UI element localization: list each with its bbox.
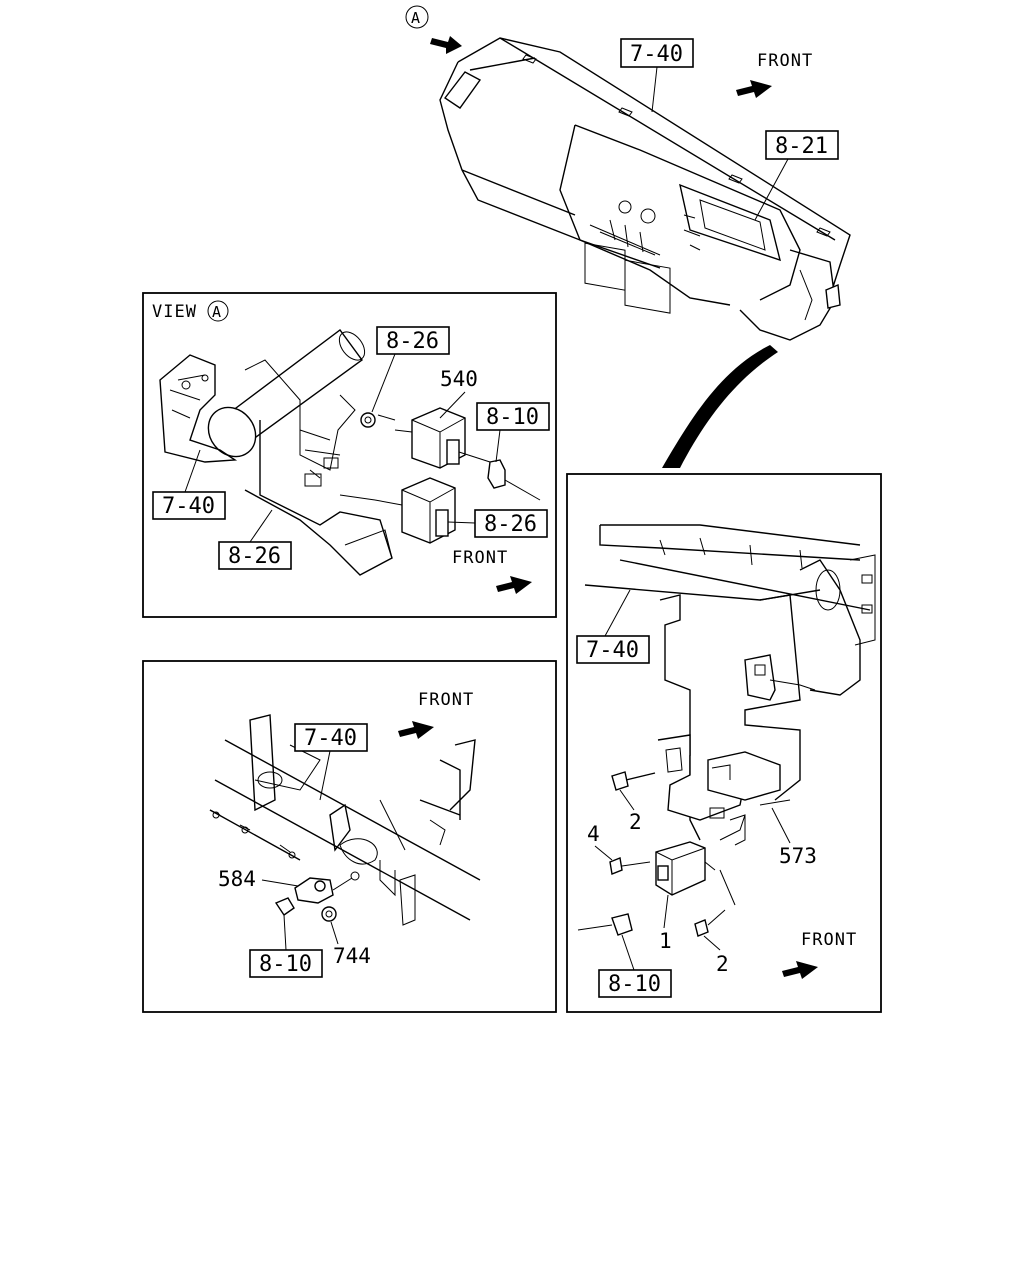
svg-text:584: 584 bbox=[218, 867, 256, 891]
front-indicator-right: FRONT bbox=[782, 930, 857, 979]
svg-text:4: 4 bbox=[587, 822, 600, 846]
callout-curve-arrow bbox=[662, 345, 778, 468]
svg-text:7-40: 7-40 bbox=[586, 638, 639, 663]
ref-box-frame-right: 7-40 bbox=[576, 589, 650, 664]
part-label-bolt-upper: 2 bbox=[619, 789, 642, 834]
part-label-screw: 4 bbox=[587, 822, 613, 861]
view-a-title: VIEW A bbox=[152, 300, 229, 322]
right-panel bbox=[566, 473, 882, 1013]
svg-text:1: 1 bbox=[659, 929, 672, 953]
arrow-right-icon bbox=[398, 721, 434, 739]
view-a-illustration bbox=[159, 329, 541, 576]
ref-box-harness-bottom-left: 8-10 bbox=[249, 914, 323, 978]
bottom-left-illustration bbox=[209, 714, 481, 926]
ref-box-bracket: 8-26 bbox=[218, 509, 292, 570]
part-label-584: 584 bbox=[218, 867, 299, 891]
part-label-540: 540 bbox=[439, 367, 478, 419]
svg-text:VIEW: VIEW bbox=[152, 302, 197, 322]
front-indicator-top: FRONT bbox=[736, 51, 813, 98]
svg-text:744: 744 bbox=[333, 944, 371, 968]
svg-text:8-26: 8-26 bbox=[386, 329, 439, 354]
part-label-bolt-lower: 2 bbox=[703, 935, 729, 976]
front-indicator-view-a: FRONT bbox=[452, 548, 532, 594]
view-a-marker: A bbox=[411, 9, 420, 27]
part-label-bracket-573: 573 bbox=[771, 807, 817, 868]
svg-text:8-10: 8-10 bbox=[259, 952, 312, 977]
part-label-unit: 1 bbox=[659, 894, 672, 953]
svg-text:7-40: 7-40 bbox=[304, 726, 357, 751]
dashboard-illustration bbox=[439, 37, 851, 341]
ref-box-frame-bottom-left: 7-40 bbox=[294, 723, 368, 801]
ref-box-dashboard: 7-40 bbox=[620, 38, 694, 113]
svg-text:7-40: 7-40 bbox=[162, 494, 215, 519]
svg-text:FRONT: FRONT bbox=[757, 51, 813, 71]
arrow-right-icon bbox=[496, 576, 532, 594]
svg-text:2: 2 bbox=[629, 810, 642, 834]
svg-text:A: A bbox=[212, 303, 221, 321]
ref-box-harness-right: 8-10 bbox=[598, 934, 672, 998]
front-indicator-bottom-left: FRONT bbox=[398, 690, 474, 739]
right-panel-illustration bbox=[577, 524, 876, 937]
svg-text:8-21: 8-21 bbox=[775, 134, 828, 159]
svg-text:573: 573 bbox=[779, 844, 817, 868]
part-label-744: 744 bbox=[330, 921, 371, 968]
arrow-right-icon bbox=[782, 961, 818, 979]
svg-text:540: 540 bbox=[440, 367, 478, 391]
ref-box-harness: 8-10 bbox=[476, 402, 550, 463]
svg-text:FRONT: FRONT bbox=[452, 548, 508, 568]
arrow-right-icon bbox=[430, 36, 462, 54]
ref-box-nut: 8-26 bbox=[371, 326, 450, 413]
svg-text:8-10: 8-10 bbox=[608, 972, 661, 997]
svg-text:8-10: 8-10 bbox=[486, 405, 539, 430]
arrow-right-icon bbox=[736, 80, 772, 98]
svg-text:FRONT: FRONT bbox=[801, 930, 857, 950]
ref-box-frame-view-a: 7-40 bbox=[152, 449, 226, 520]
svg-text:8-26: 8-26 bbox=[228, 544, 281, 569]
ref-box-lower-unit: 8-26 bbox=[447, 509, 548, 538]
view-a-arrow: A bbox=[405, 5, 462, 54]
svg-text:8-26: 8-26 bbox=[484, 512, 537, 537]
svg-text:FRONT: FRONT bbox=[418, 690, 474, 710]
ref-box-meter: 8-21 bbox=[754, 130, 839, 221]
view-a-panel bbox=[142, 292, 557, 618]
svg-text:7-40: 7-40 bbox=[630, 42, 683, 67]
bottom-left-panel bbox=[142, 660, 557, 1013]
svg-text:2: 2 bbox=[716, 952, 729, 976]
